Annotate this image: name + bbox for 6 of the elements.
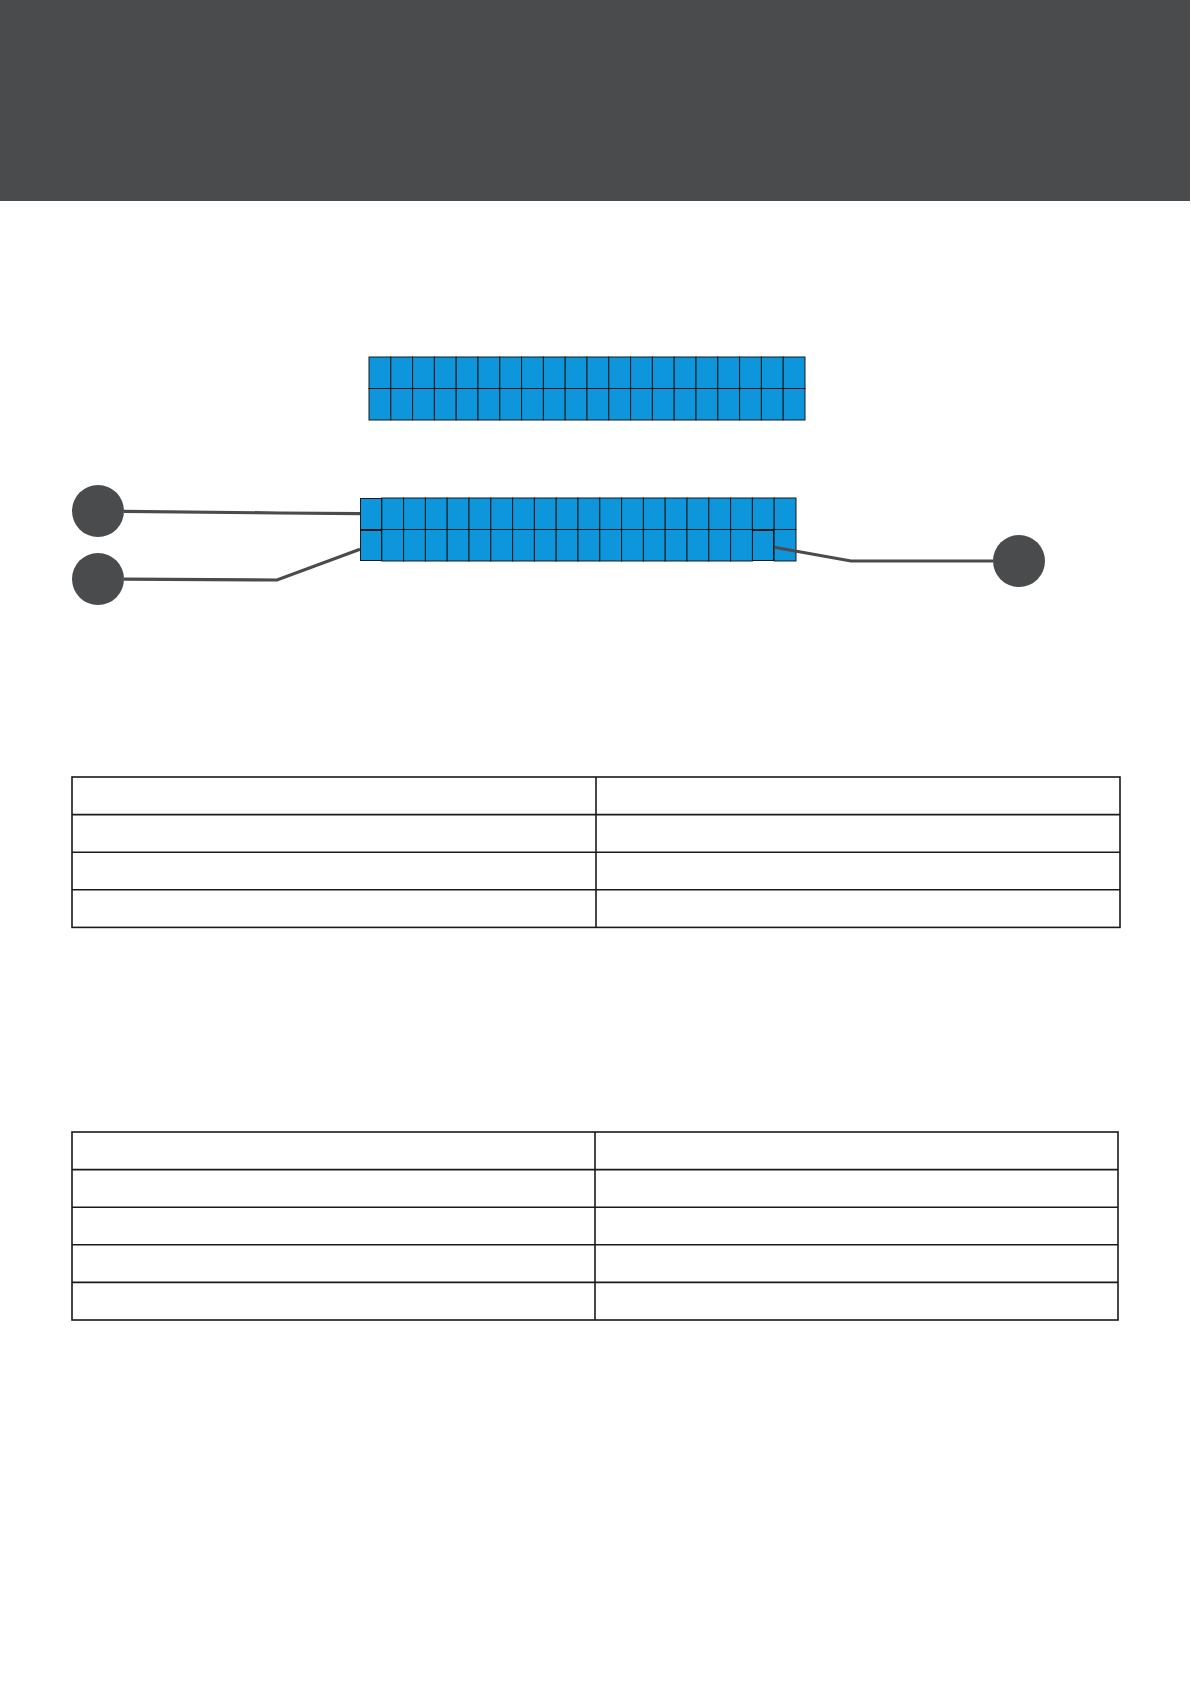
pin (360, 498, 382, 530)
leader-line (124, 509, 360, 516)
leader-line (773, 545, 993, 563)
pin (360, 529, 382, 561)
pin (752, 529, 775, 561)
leader-line (124, 547, 361, 582)
